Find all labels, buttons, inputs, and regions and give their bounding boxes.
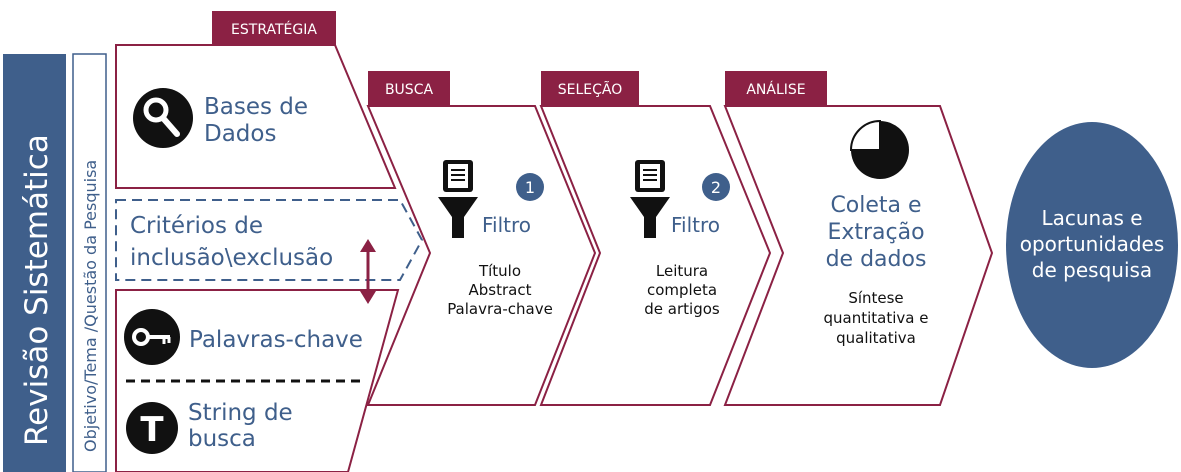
- side-title: Revisão Sistemática: [19, 134, 55, 446]
- analysis-title-line3: de dados: [826, 247, 927, 272]
- strategy-panel-keywords: [115, 289, 400, 472]
- double-arrow-icon: [360, 239, 376, 304]
- key-icon: [124, 309, 180, 365]
- result-text-line1: Lacunas e: [1041, 206, 1142, 230]
- strategy-panel-databases: [115, 44, 397, 189]
- filter-label: Filtro: [482, 213, 531, 237]
- pie-chart-icon: [849, 119, 909, 179]
- selection-stage-label-box: [541, 71, 639, 106]
- criteria-label-line1: Critérios de: [130, 213, 263, 239]
- search-stage-text-line2: Abstract: [469, 281, 532, 299]
- svg-text:T: T: [140, 410, 164, 450]
- step-number-badge: [702, 173, 730, 201]
- databases-label-line1: Bases de: [204, 94, 308, 120]
- selection-stage-text-line3: de artigos: [644, 300, 720, 318]
- analysis-text-line2: quantitativa e: [824, 309, 929, 327]
- document-funnel-icon: [438, 160, 478, 238]
- selection-stage-label: SELEÇÃO: [558, 81, 623, 98]
- analysis-stage-chevron: [723, 105, 994, 406]
- side-subtitle: Objetivo/Tema /Questão da Pesquisa: [81, 160, 100, 452]
- criteria-label-line2: inclusão\exclusão: [130, 245, 333, 271]
- search-stage-label-box: [368, 71, 450, 106]
- document-funnel-icon: [630, 160, 670, 238]
- search-string-label-line1: String de: [188, 400, 293, 426]
- analysis-text-line1: Síntese: [848, 289, 903, 307]
- step-number-badge: [516, 173, 544, 201]
- keywords-label: Palavras-chave: [189, 327, 363, 353]
- magnifier-icon: [133, 88, 193, 148]
- search-string-label-line2: busca: [188, 426, 256, 452]
- selection-stage-text-line1: Leitura: [656, 262, 708, 280]
- side-subtitle-box: [72, 53, 107, 472]
- search-stage-label: BUSCA: [385, 82, 434, 98]
- strategy-label: ESTRATÉGIA: [231, 21, 317, 38]
- search-stage-text-line1: Título: [478, 262, 521, 280]
- strategy-label-box: [212, 11, 336, 46]
- search-stage-text-line3: Palavra-chave: [447, 300, 553, 318]
- strategy-panel-criteria: [115, 199, 424, 281]
- selection-stage-text-line2: completa: [647, 281, 717, 299]
- result-text-line3: de pesquisa: [1032, 258, 1152, 282]
- filter-label: Filtro: [671, 213, 720, 237]
- databases-label-line2: Dados: [204, 121, 276, 147]
- analysis-title-line1: Coleta e: [830, 193, 921, 218]
- step-number: 1: [525, 178, 535, 197]
- step-number: 2: [711, 178, 721, 197]
- letter-t-icon: T: [126, 402, 178, 454]
- analysis-title-line2: Extração: [827, 220, 924, 245]
- side-title-bar: [3, 54, 66, 472]
- analysis-stage-label: ANÁLISE: [746, 81, 805, 98]
- result-text-line2: oportunidades: [1020, 232, 1165, 256]
- analysis-text-line3: qualitativa: [836, 329, 916, 347]
- analysis-stage-label-box: [725, 71, 827, 106]
- result-circle: [1006, 122, 1178, 368]
